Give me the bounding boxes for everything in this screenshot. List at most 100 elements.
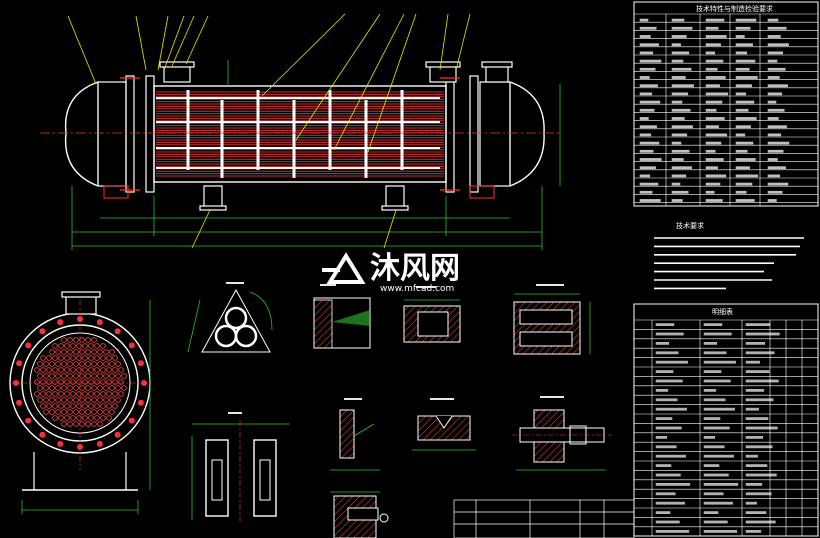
tube-hole xyxy=(88,343,94,349)
watermark-url: www.mfcad.com xyxy=(380,284,454,294)
spec-cell-mark xyxy=(639,166,656,170)
tube-hole xyxy=(79,361,85,367)
tube-hole xyxy=(52,403,58,409)
tube-hole xyxy=(85,337,91,343)
tube-hole xyxy=(46,355,52,361)
parts-cell-mark xyxy=(655,341,670,345)
parts-cell-mark xyxy=(745,473,777,477)
tube-hole xyxy=(73,361,79,367)
bolt-hole xyxy=(16,399,23,406)
tube-hole xyxy=(67,409,73,415)
tube-hole xyxy=(100,355,106,361)
spec-cell-mark xyxy=(639,26,657,30)
spec-cell-mark xyxy=(705,182,721,186)
tube-hole xyxy=(82,367,88,373)
tube-hole xyxy=(103,409,109,415)
tube-hole xyxy=(121,385,127,391)
parts-cell-mark xyxy=(655,323,675,327)
tube-hole xyxy=(73,373,79,379)
tube-hole xyxy=(79,397,85,403)
tube-hole xyxy=(73,385,79,391)
bolt-hole xyxy=(25,342,32,349)
parts-cell-mark xyxy=(703,501,733,505)
tubesheet-end-view xyxy=(9,291,151,514)
spec-cell-mark xyxy=(767,51,784,55)
parts-cell-mark xyxy=(703,341,718,345)
spec-cell-mark xyxy=(735,166,750,170)
detail-weld-joint-3 xyxy=(513,293,591,355)
baffles xyxy=(186,90,404,178)
spec-cell-mark xyxy=(735,76,758,79)
spec-cell-mark xyxy=(767,133,782,137)
tube-hole xyxy=(106,379,112,385)
tube-hole xyxy=(37,385,43,391)
bolt-hole xyxy=(128,417,135,424)
spec-cell-mark xyxy=(735,67,750,71)
tube-hole xyxy=(70,391,76,397)
tube-hole xyxy=(52,355,58,361)
spec-cell-mark xyxy=(671,18,685,22)
tube-hole xyxy=(67,385,73,391)
tube-hole xyxy=(115,397,121,403)
spec-cell-mark xyxy=(735,43,753,47)
tube-hole xyxy=(61,385,67,391)
parts-cell-mark xyxy=(655,454,686,458)
spec-cell-mark xyxy=(639,100,661,104)
tube-hole xyxy=(73,409,79,415)
tube-hole xyxy=(103,361,109,367)
parts-cell-mark xyxy=(655,407,687,411)
spec-cell-mark xyxy=(671,182,681,186)
spec-cell-mark xyxy=(735,117,757,120)
parts-cell-mark xyxy=(703,407,735,411)
tube-hole xyxy=(52,391,58,397)
bolt-hole xyxy=(57,440,64,447)
parts-cell-mark xyxy=(703,332,732,336)
tube-hole xyxy=(67,349,73,355)
spec-table-title: 技术特性与制造检验要求 xyxy=(696,4,773,13)
spec-cell-mark xyxy=(671,133,688,137)
parts-cell-mark xyxy=(745,360,760,364)
parts-cell-mark xyxy=(655,388,669,392)
parts-cell-mark xyxy=(745,370,770,374)
tube-hole xyxy=(82,391,88,397)
spec-cell-mark xyxy=(671,76,686,79)
spec-cell-mark xyxy=(735,125,751,129)
spec-table: 技术特性与制造检验要求 xyxy=(633,1,819,207)
bolt-hole xyxy=(96,440,103,447)
spec-cell-mark xyxy=(735,59,756,63)
parts-cell-mark xyxy=(703,482,739,486)
tube-hole xyxy=(70,367,76,373)
tube-hole xyxy=(106,415,112,421)
spec-cell-mark xyxy=(639,108,655,112)
tube-hole xyxy=(79,349,85,355)
spec-cell-mark xyxy=(671,199,683,202)
tube-hole xyxy=(67,373,73,379)
tube-hole xyxy=(73,337,79,343)
tube-hole xyxy=(112,379,118,385)
tube-hole xyxy=(91,361,97,367)
tube-hole xyxy=(85,373,91,379)
detail-weld-joint-2 xyxy=(403,299,461,343)
tube-bundle xyxy=(156,91,444,177)
spec-cell-mark xyxy=(639,76,650,79)
spec-cell-mark xyxy=(671,190,689,194)
tube-hole xyxy=(106,403,112,409)
parts-cell-mark xyxy=(655,473,681,477)
tube-hole xyxy=(100,379,106,385)
parts-cell-mark xyxy=(655,435,668,439)
tube-hole xyxy=(64,343,70,349)
tube-hole xyxy=(43,409,49,415)
spec-cell-mark xyxy=(639,149,654,153)
tube-hole xyxy=(73,397,79,403)
spec-cell-mark xyxy=(639,67,656,71)
tube-hole xyxy=(91,337,97,343)
spec-cell-mark xyxy=(735,84,752,88)
bolt-hole xyxy=(128,342,135,349)
tube-hole xyxy=(85,421,91,427)
spec-cell-mark xyxy=(767,67,786,71)
tube-hole xyxy=(91,349,97,355)
tube-hole xyxy=(118,367,124,373)
tube-hole xyxy=(112,367,118,373)
spec-cell-mark xyxy=(671,158,684,161)
tube-hole xyxy=(88,355,94,361)
